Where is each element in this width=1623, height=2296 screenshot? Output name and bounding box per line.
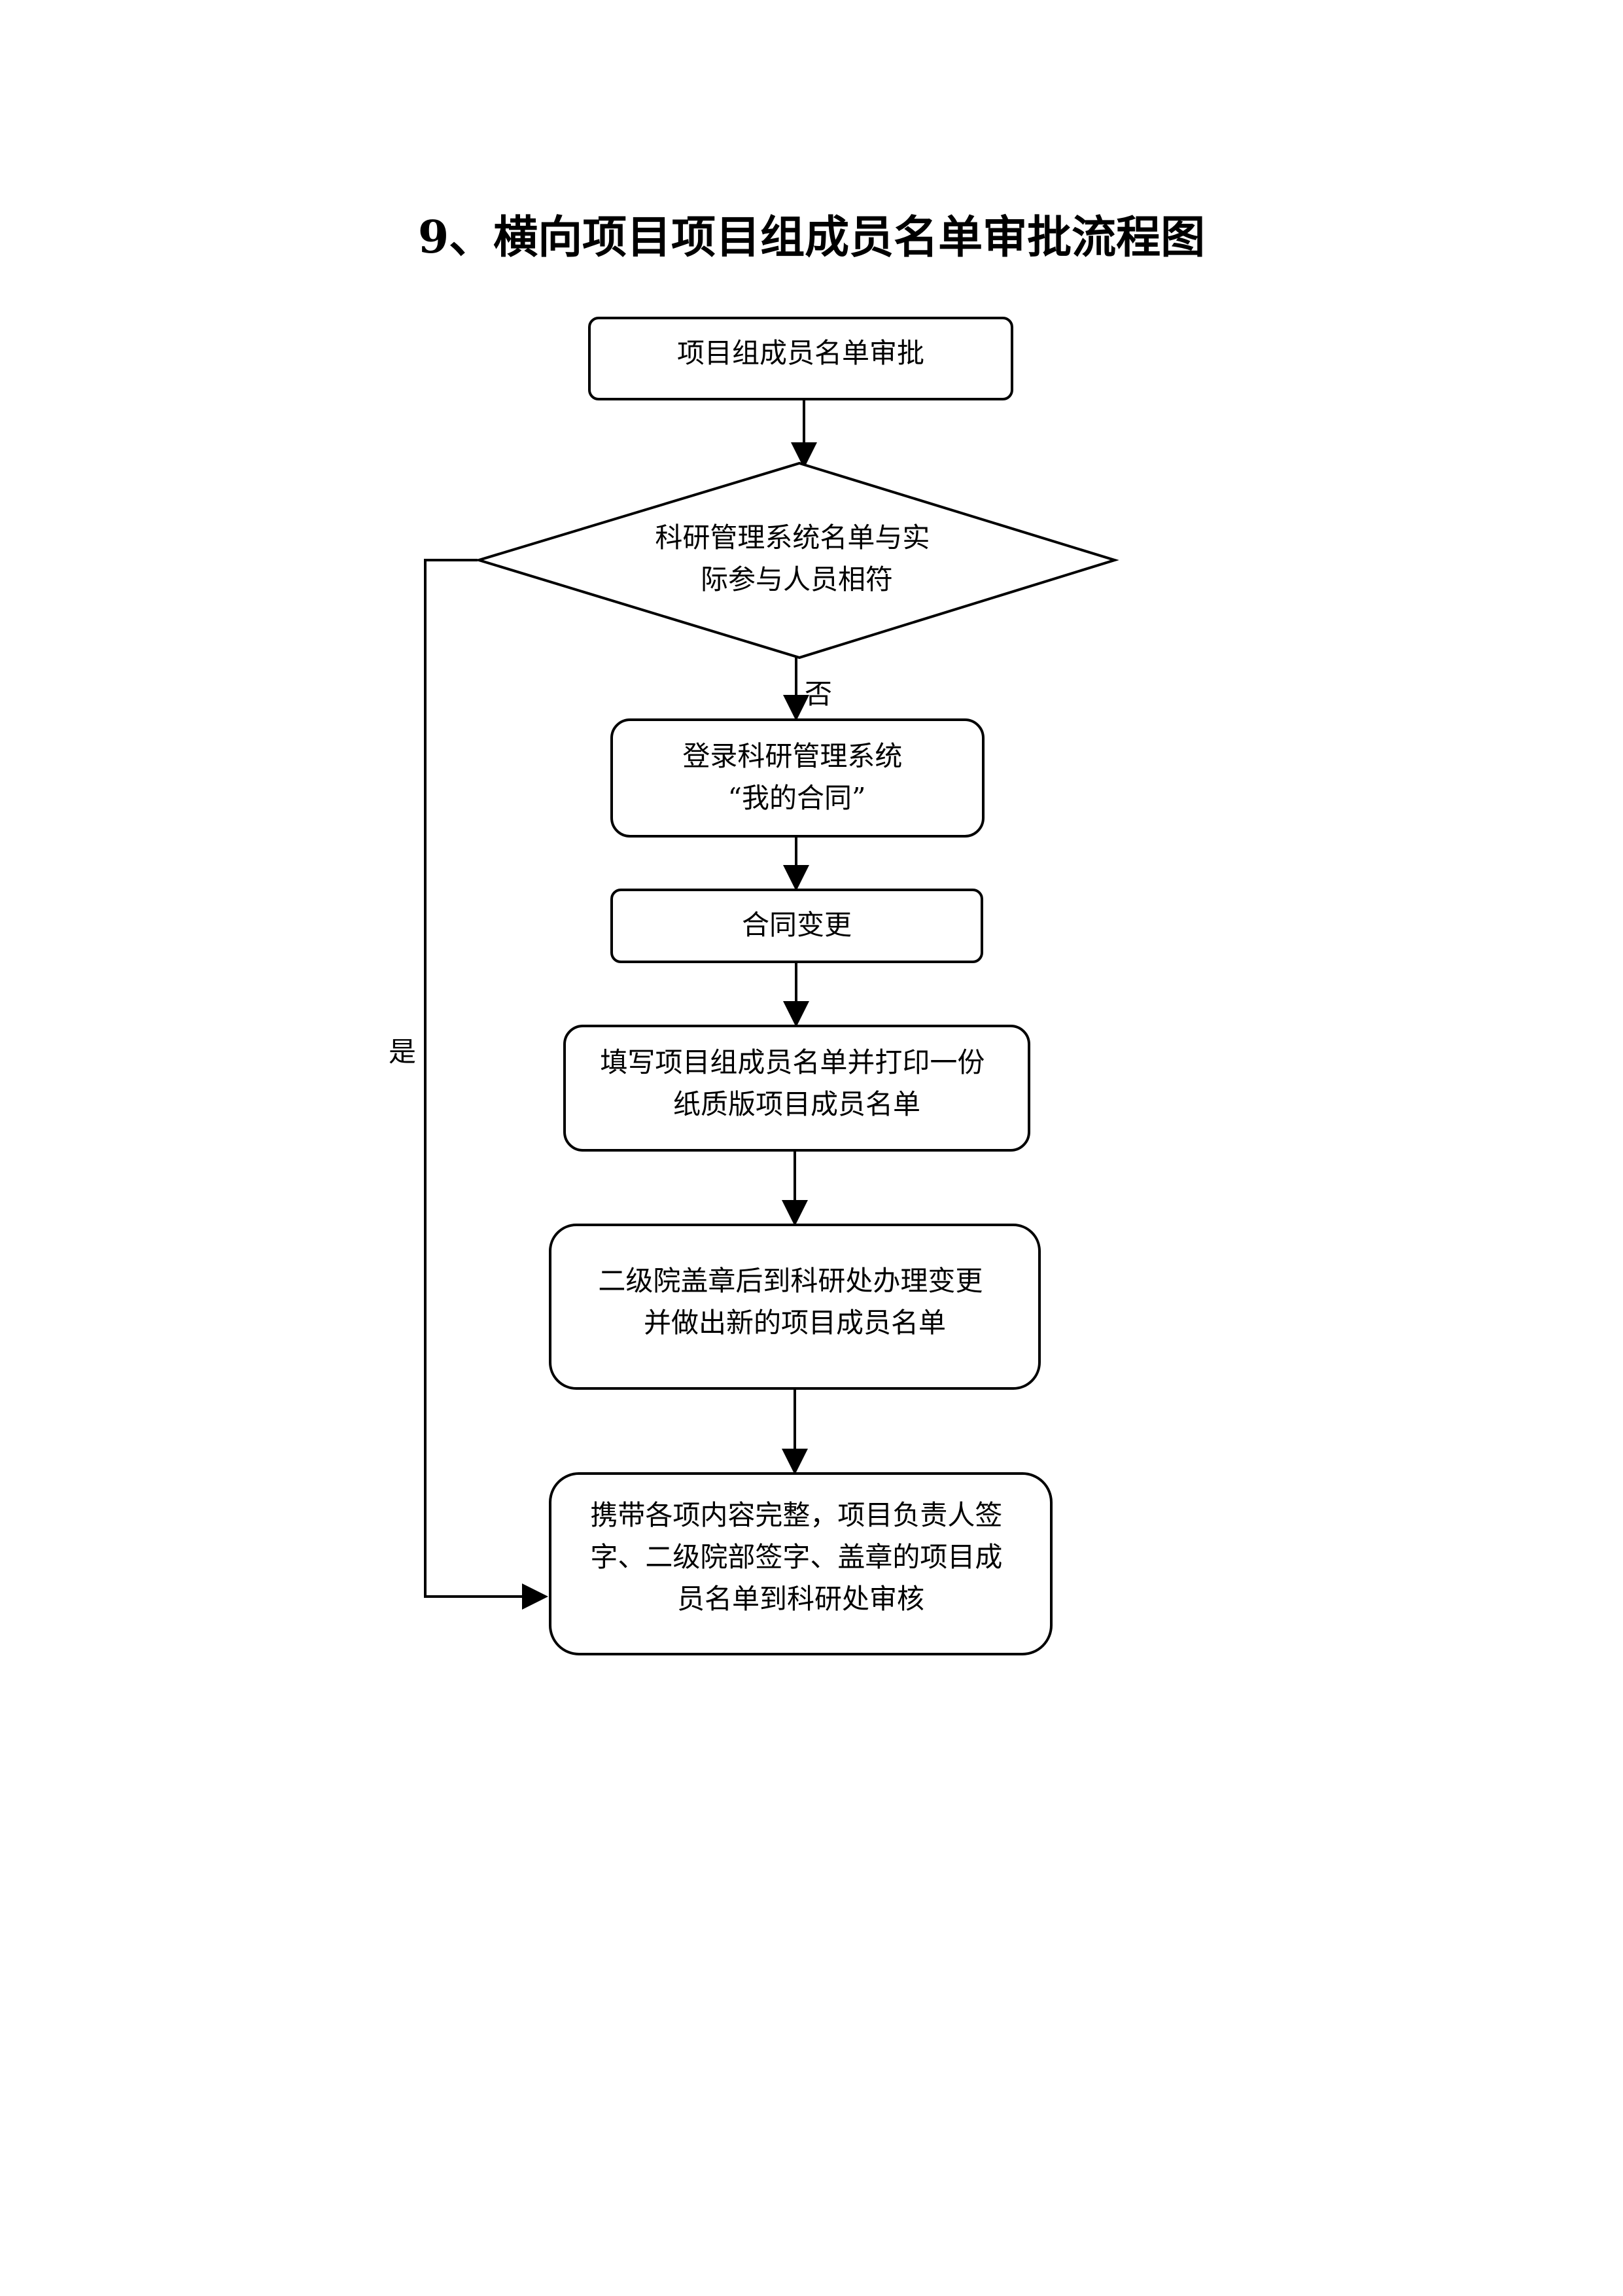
node-review	[549, 1472, 1053, 1655]
node-review-line-1: 携带各项内容完整，项目负责人签	[590, 1499, 1002, 1531]
node-decision-label: 科研管理系统名单与实 际参与人员相符	[655, 521, 938, 595]
page-title: 9、横向项目项目组成员名单审批流程图	[417, 211, 1206, 264]
node-review-line-2: 字、二级院部签字、盖章的项目成	[590, 1541, 1002, 1573]
node-decision-line-2: 际参与人员相符	[701, 563, 893, 595]
node-stamp-line-2: 并做出新的项目成员名单	[644, 1307, 946, 1339]
node-change-label: 合同变更	[742, 909, 852, 941]
node-decision-line-1: 科研管理系统名单与实	[655, 521, 930, 554]
node-fill-line-2: 纸质版项目成员名单	[673, 1088, 920, 1120]
node-start-label: 项目组成员名单审批	[677, 337, 924, 369]
node-change-line-1: 合同变更	[742, 909, 852, 941]
node-login	[610, 718, 985, 838]
node-review-label: 携带各项内容完整，项目负责人签 字、二级院部签字、盖章的项目成 员名单到科研处审…	[590, 1499, 1011, 1615]
node-review-line-3: 员名单到科研处审核	[677, 1583, 924, 1615]
node-start	[588, 317, 1013, 400]
node-decision	[474, 461, 1119, 660]
edge-label-yes: 是	[389, 1036, 416, 1068]
node-fill-line-1: 填写项目组成员名单并打印一份	[600, 1046, 985, 1078]
edge-decision-yes-to-review	[424, 559, 548, 1610]
node-stamp-label: 二级院盖章后到科研处办理变更 并做出新的项目成员名单	[598, 1265, 991, 1339]
node-login-line-2: “我的合同”	[728, 782, 866, 814]
node-fill-label: 填写项目组成员名单并打印一份 纸质版项目成员名单	[600, 1046, 993, 1120]
node-stamp-line-1: 二级院盖章后到科研处办理变更	[598, 1265, 983, 1297]
node-login-label: 登录科研管理系统 “我的合同”	[682, 740, 911, 814]
node-fill	[563, 1025, 1030, 1152]
node-login-line-1: 登录科研管理系统	[682, 740, 902, 772]
node-change	[610, 889, 983, 963]
node-stamp	[549, 1224, 1041, 1390]
node-start-line-1: 项目组成员名单审批	[677, 337, 924, 369]
edge-label-no: 否	[805, 678, 832, 710]
